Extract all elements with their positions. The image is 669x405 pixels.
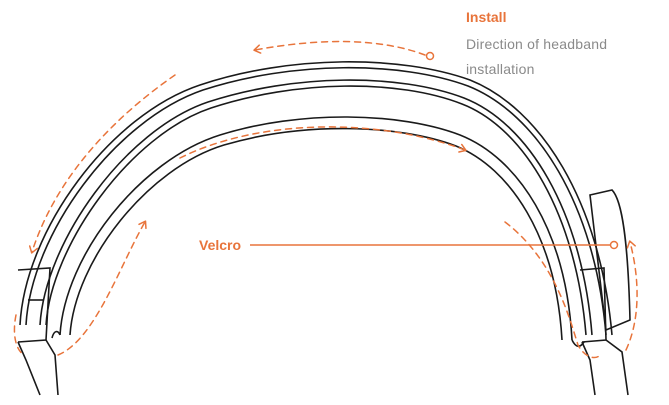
- arrow-right-outer: [625, 240, 638, 351]
- velcro-marker-icon: [609, 240, 619, 250]
- arrow-left-outer: [28, 74, 176, 254]
- legend-title: Install: [466, 9, 507, 25]
- arrow-top: [253, 40, 426, 56]
- right-hinge: [579, 189, 631, 396]
- outer-headband: [19, 61, 613, 336]
- legend: Install Direction of headband installati…: [466, 8, 666, 82]
- left-hinge: [17, 267, 59, 396]
- direction-arrows: [13, 40, 638, 359]
- arrow-left-bottom: [13, 314, 25, 356]
- arrow-start-marker-icon: [425, 51, 435, 61]
- arrow-right-inner: [504, 221, 601, 359]
- velcro-label: Velcro: [199, 237, 242, 253]
- legend-description: Direction of headband installation: [466, 36, 608, 77]
- arrow-middle: [179, 126, 467, 159]
- arrow-left-inner: [57, 220, 147, 356]
